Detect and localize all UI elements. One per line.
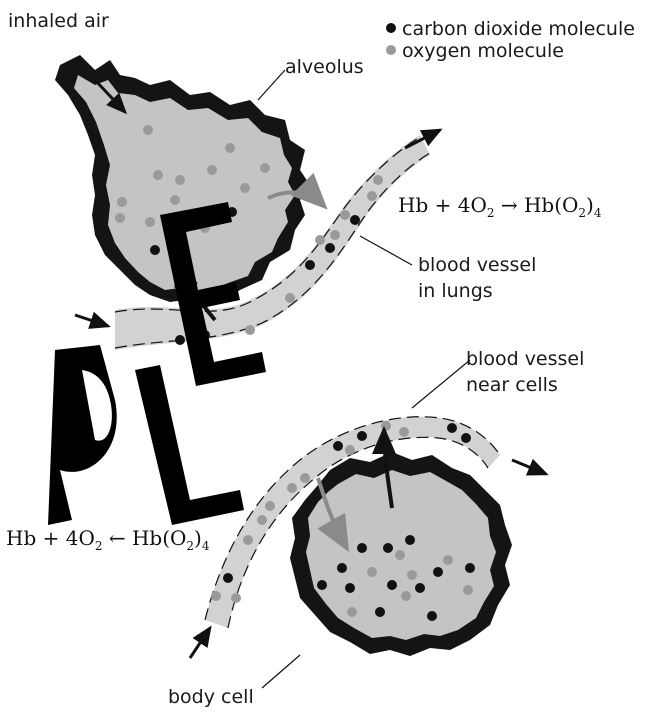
o2-molecule xyxy=(407,570,417,580)
o2-molecule xyxy=(265,501,275,511)
inhaled-air-label: inhaled air xyxy=(8,10,109,32)
o2-molecule xyxy=(395,550,405,560)
o2-molecule xyxy=(143,125,153,135)
o2-molecule xyxy=(399,427,409,437)
o2-molecule xyxy=(257,515,267,525)
o2-molecule xyxy=(300,473,310,483)
co2-molecule xyxy=(223,573,233,583)
o2-molecule xyxy=(381,421,391,431)
blood-vessel-cells-label-1: blood vessel xyxy=(466,348,584,370)
o2-molecule xyxy=(347,607,357,617)
o2-molecule xyxy=(373,175,383,185)
o2-molecule xyxy=(170,195,180,205)
body-cell-label: body cell xyxy=(168,686,254,708)
co2-molecule xyxy=(357,543,367,553)
o2-molecule xyxy=(153,170,163,180)
co2-molecule xyxy=(433,567,443,577)
o2-molecule xyxy=(401,591,411,601)
co2-molecule xyxy=(427,611,437,621)
co2-molecule xyxy=(461,433,471,443)
legend-co2-label: carbon dioxide molecule xyxy=(402,18,635,40)
o2-molecule xyxy=(287,483,297,493)
lung-vessel-leader xyxy=(360,236,412,265)
o2-molecule xyxy=(245,325,255,335)
o2-molecule xyxy=(340,210,350,220)
co2-molecule xyxy=(345,583,355,593)
alveolus-label: alveolus xyxy=(285,56,364,78)
co2-molecule xyxy=(333,441,343,451)
cell-vessel-out-arrow xyxy=(512,460,546,474)
o2-molecule xyxy=(367,567,377,577)
o2-dot-icon xyxy=(386,45,396,55)
o2-molecule xyxy=(175,175,185,185)
co2-molecule xyxy=(305,260,315,270)
o2-molecule xyxy=(231,593,241,603)
co2-molecule xyxy=(150,245,160,255)
o2-molecule xyxy=(260,163,270,173)
o2-molecule xyxy=(443,555,453,565)
co2-molecule xyxy=(175,335,185,345)
o2-molecule xyxy=(367,191,377,201)
o2-molecule xyxy=(315,235,325,245)
blood-vessel-cells-label-2: near cells xyxy=(466,374,558,396)
o2-molecule xyxy=(243,535,253,545)
legend-o2: oxygen molecule xyxy=(386,40,564,62)
co2-dot-icon xyxy=(386,23,396,33)
blood-vessel-lungs-label-1: blood vessel xyxy=(418,254,536,276)
co2-molecule xyxy=(465,563,475,573)
co2-molecule xyxy=(387,580,397,590)
o2-molecule xyxy=(145,217,155,227)
o2-molecule xyxy=(285,293,295,303)
co2-molecule xyxy=(383,543,393,553)
co2-molecule xyxy=(317,580,327,590)
o2-molecule xyxy=(240,183,250,193)
co2-molecule xyxy=(405,535,415,545)
alveolus-leader xyxy=(258,70,285,100)
co2-molecule xyxy=(325,243,335,253)
legend-o2-label: oxygen molecule xyxy=(402,40,564,62)
cells-equation: Hb + 4O2 ← Hb(O2)4 xyxy=(6,526,210,553)
lungs-equation: Hb + 4O2 → Hb(O2)4 xyxy=(398,193,602,220)
co2-molecule xyxy=(350,215,360,225)
o2-molecule xyxy=(345,445,355,455)
co2-molecule xyxy=(357,431,367,441)
o2-molecule xyxy=(117,197,127,207)
legend-co2: carbon dioxide molecule xyxy=(386,18,635,40)
o2-molecule xyxy=(330,230,340,240)
body-cell-leader xyxy=(262,655,300,688)
o2-molecule xyxy=(225,143,235,153)
co2-molecule xyxy=(447,423,457,433)
lung-vessel-in-arrow xyxy=(75,315,108,326)
o2-molecule xyxy=(207,165,217,175)
co2-molecule xyxy=(415,583,425,593)
cell-vessel-in-arrow xyxy=(190,628,210,658)
cell-vessel-leader xyxy=(412,360,470,408)
co2-molecule xyxy=(375,607,385,617)
o2-molecule xyxy=(211,591,221,601)
o2-molecule xyxy=(115,213,125,223)
co2-molecule xyxy=(337,563,347,573)
blood-vessel-lungs-label-2: in lungs xyxy=(418,280,493,302)
o2-molecule xyxy=(463,585,473,595)
